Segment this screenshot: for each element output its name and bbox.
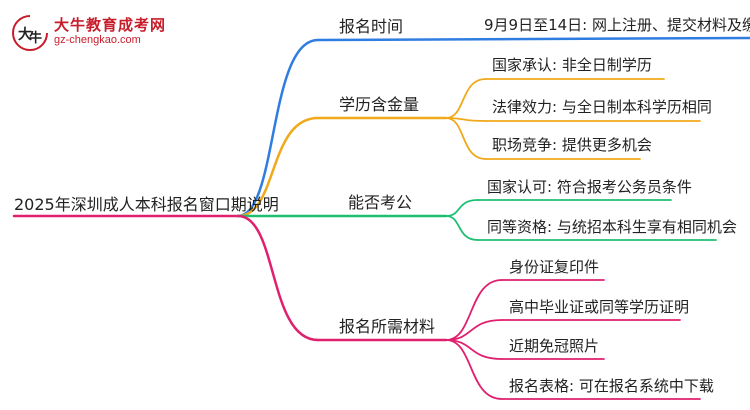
leaf-connector: [445, 339, 503, 360]
branch-connector: [236, 38, 320, 218]
svg-text:牛: 牛: [29, 30, 42, 46]
branch-label-registration-time: 报名时间: [339, 17, 404, 36]
leaf-connector: [445, 339, 503, 400]
branch-label-degree-value: 学历含金量: [339, 95, 420, 114]
logo-title: 大牛教育成考网: [54, 16, 167, 34]
leaf-label-legal-effect: 法律效力: 与全日制本科学历相同: [492, 98, 712, 116]
logo-mark-icon: 大 牛: [12, 15, 48, 51]
leaf-connector: [445, 117, 487, 160]
leaf-connector: [445, 279, 503, 341]
leaf-label-equal-qualification: 同等资格: 与统招本科生享有相同机会: [487, 218, 737, 236]
leaf-connector: [445, 78, 487, 119]
logo-url: gz-chengkao.com: [54, 34, 141, 46]
branch-connector: [236, 116, 320, 218]
root-node-label: 2025年深圳成人本科报名窗口期说明: [14, 195, 279, 214]
leaf-label-state-approval: 国家认可: 符合报考公务员条件: [487, 178, 692, 196]
branch-underline: [316, 36, 750, 42]
branch-label-civil-service: 能否考公: [348, 193, 413, 212]
leaf-label-career-competition: 职场竞争: 提供更多机会: [492, 136, 652, 154]
svg-text:大: 大: [18, 26, 32, 43]
leaf-connector: [445, 199, 479, 217]
leaf-label-registration-form: 报名表格: 可在报名系统中下载: [509, 377, 714, 395]
leaf-label-national-recognition: 国家承认: 非全日制学历: [492, 56, 652, 74]
leaf-label-photo: 近期免冠照片: [509, 337, 600, 355]
leaf-label-id-copy: 身份证复印件: [509, 258, 600, 276]
leaf-connector: [445, 215, 479, 241]
leaf-connector: [445, 319, 503, 341]
leaf-label-diploma-proof: 高中毕业证或同等学历证明: [509, 298, 690, 316]
leaf-label-registration-dates: 9月9日至14日: 网上注册、提交材料及缴费: [484, 16, 750, 34]
site-logo: 大 牛 大牛教育成考网 gz-chengkao.com: [10, 12, 190, 54]
branch-label-required-materials: 报名所需材料: [339, 317, 436, 336]
branch-connector: [236, 214, 320, 342]
